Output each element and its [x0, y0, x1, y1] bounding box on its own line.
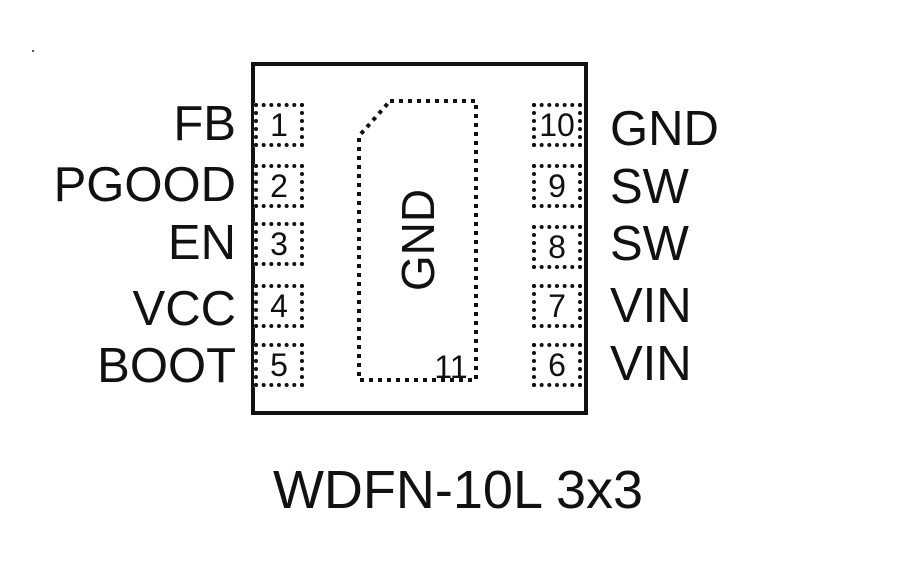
pin-3-pad: 3 — [254, 222, 304, 266]
pin-7-label: VIN — [610, 279, 692, 333]
stray-dot — [32, 50, 34, 52]
pin-4-label: VCC — [132, 282, 236, 336]
pin-2-pad: 2 — [254, 164, 304, 208]
exposed-pad-number: 11 — [434, 349, 467, 385]
pin-1-number: 1 — [270, 107, 288, 143]
pin-9-number: 9 — [548, 168, 566, 204]
pin-6-number: 6 — [548, 347, 566, 383]
pin-8-number: 8 — [548, 229, 566, 265]
pin-10-label: GND — [610, 102, 719, 156]
exposed-pad-label: GND — [392, 189, 444, 291]
pin-9-label: SW — [610, 160, 689, 214]
pin-10-pad: 10 — [532, 103, 582, 147]
pin-3-label: EN — [167, 216, 236, 270]
pin-6-pad: 6 — [532, 343, 582, 387]
package-name: WDFN-10L 3x3 — [272, 460, 644, 520]
pin-9-pad: 9 — [532, 164, 582, 208]
pin-3-number: 3 — [270, 226, 288, 262]
pin-4-pad: 4 — [254, 284, 304, 328]
pin-2-label: PGOOD — [53, 158, 236, 212]
pin-10-number: 10 — [539, 107, 575, 143]
pin-8-label: SW — [610, 217, 689, 271]
pin-7-pad: 7 — [532, 284, 582, 328]
pin-5-pad: 5 — [254, 343, 304, 387]
pin-6-label: VIN — [610, 337, 692, 391]
pin-5-label: BOOT — [97, 339, 236, 393]
pin-4-number: 4 — [270, 288, 288, 324]
pin-5-number: 5 — [270, 347, 288, 383]
pin-8-pad: 8 — [532, 225, 582, 269]
exposed-pad-outline — [357, 99, 478, 382]
pin-1-label: FB — [173, 97, 236, 151]
pin-1-pad: 1 — [254, 103, 304, 147]
pin-2-number: 2 — [270, 168, 288, 204]
pin-7-number: 7 — [548, 288, 566, 324]
package-outline — [251, 62, 588, 415]
